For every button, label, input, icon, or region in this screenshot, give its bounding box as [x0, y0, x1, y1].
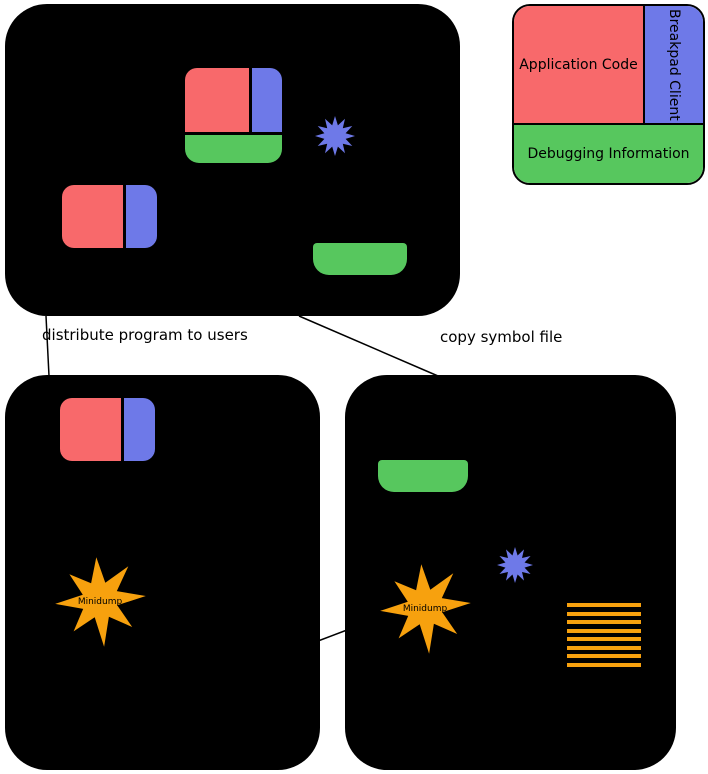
stack-line [567, 603, 641, 607]
processor-panel: Minidump [345, 375, 676, 770]
stack-line [567, 620, 641, 624]
legend-breakpad-client-label: Breakpad Client [666, 8, 682, 121]
stripped-application-shape [62, 185, 157, 248]
legend-debugging-information: Debugging Information [514, 123, 703, 183]
stack-line [567, 628, 641, 633]
application-code-block [185, 68, 249, 132]
stack-line [567, 637, 641, 641]
build-panel [5, 4, 460, 316]
stripped-application-shape [60, 398, 155, 461]
application-with-debug-shape [185, 68, 282, 163]
stack-line [567, 654, 641, 658]
minidump-label: Minidump [402, 604, 448, 614]
application-code-block [60, 398, 121, 461]
connector-minidump-transfer [317, 629, 348, 642]
application-code-block [62, 185, 123, 248]
starburst-icon [497, 547, 533, 583]
stack-line [567, 611, 641, 616]
debug-info-block [185, 135, 282, 163]
distribute-label: distribute program to users [42, 326, 248, 344]
legend: Application Code Breakpad Client Debuggi… [512, 4, 705, 185]
symbol-file-shape [378, 460, 468, 492]
minidump-star-icon [380, 564, 471, 654]
symbol-file-shape [313, 243, 407, 275]
user-panel: Minidump [5, 375, 320, 770]
breakpad-client-block [124, 398, 155, 461]
connector-distribute [45, 315, 50, 377]
minidump-label: Minidump [77, 597, 123, 607]
connector-copy-symbol [298, 315, 439, 377]
breakpad-client-block [252, 68, 282, 132]
legend-top-row: Application Code Breakpad Client [514, 6, 703, 123]
copy-symbol-label: copy symbol file [440, 328, 563, 346]
breakpad-client-block [126, 185, 157, 248]
stack-line [567, 662, 641, 667]
legend-application-code-label: Application Code [519, 56, 638, 73]
starburst-icon [315, 116, 355, 156]
minidump-star-icon [55, 557, 146, 647]
legend-breakpad-client: Breakpad Client [643, 6, 703, 123]
legend-debugging-information-label: Debugging Information [527, 146, 690, 162]
legend-application-code: Application Code [514, 6, 643, 123]
stack-line [567, 645, 641, 650]
stack-trace-lines-icon [567, 603, 641, 667]
